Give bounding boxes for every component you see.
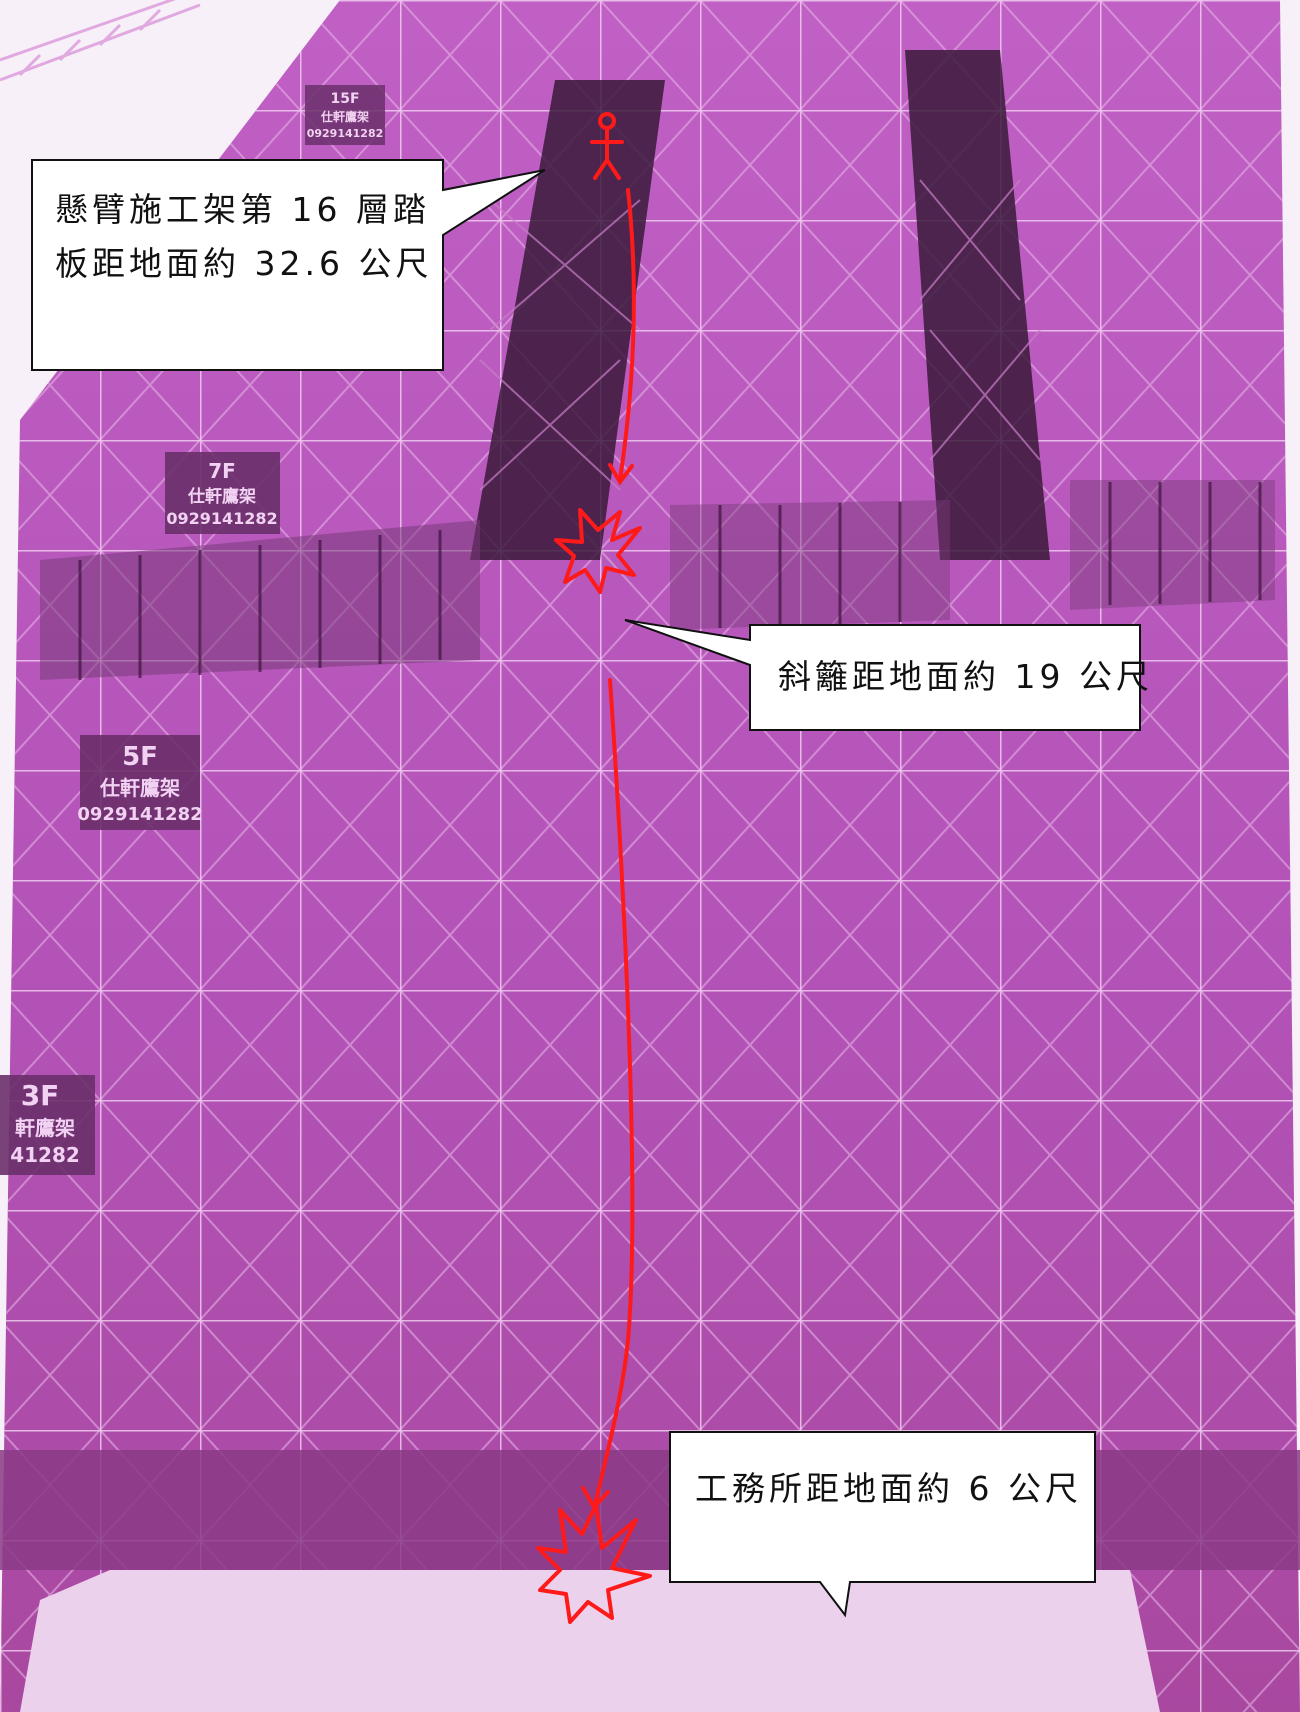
svg-text:7F: 7F: [208, 459, 236, 483]
callout-bottom-bubble: [669, 1431, 1096, 1618]
svg-text:0929141282: 0929141282: [77, 804, 202, 825]
svg-text:15F: 15F: [330, 91, 359, 107]
svg-text:0929141282: 0929141282: [166, 509, 277, 528]
impact-splat-icon: [554, 508, 642, 594]
svg-text:41282: 41282: [10, 1143, 80, 1167]
tower-crane: [0, 0, 201, 82]
inclined-fence-right: [1070, 480, 1275, 610]
dark-shaft-left: [470, 80, 665, 560]
floor-sign-5f: 5F 仕軒鷹架 0929141282: [77, 735, 203, 830]
callout-middle-bubble: [624, 619, 1141, 731]
shaft-bracing: [479, 179, 1041, 491]
callout-middle-text: 斜籬距地面約 19 公尺: [778, 657, 1153, 696]
fence-posts: [78, 482, 1262, 680]
floor-sign-3f: 3F 軒鷹架 41282: [0, 1075, 95, 1175]
svg-text:仕軒鷹架: 仕軒鷹架: [99, 776, 180, 800]
svg-text:軒鷹架: 軒鷹架: [15, 1116, 75, 1140]
dark-shaft-right: [905, 50, 1050, 560]
svg-text:仕軒鷹架: 仕軒鷹架: [320, 109, 369, 124]
callout-top-text: 懸臂施工架第 16 層踏 板距地面約 32.6 公尺: [55, 190, 433, 283]
svg-text:3F: 3F: [21, 1079, 60, 1112]
person-icon: [590, 112, 624, 180]
svg-text:仕軒鷹架: 仕軒鷹架: [187, 486, 256, 507]
impact-splat-icon-ground: [536, 1503, 652, 1624]
field-office-roof: [20, 1570, 1160, 1712]
floor-sign-7f: 7F 仕軒鷹架 0929141282: [165, 452, 280, 534]
svg-text:0929141282: 0929141282: [307, 127, 384, 140]
ground-level-band: [0, 1450, 1300, 1570]
floor-sign-top: 15F 仕軒鷹架 0929141282: [305, 85, 385, 145]
callout-bottom-text: 工務所距地面約 6 公尺: [695, 1469, 1082, 1508]
svg-text:5F: 5F: [122, 742, 158, 772]
inclined-fence-mid: [670, 500, 950, 630]
callout-top-bubble: [31, 159, 546, 371]
